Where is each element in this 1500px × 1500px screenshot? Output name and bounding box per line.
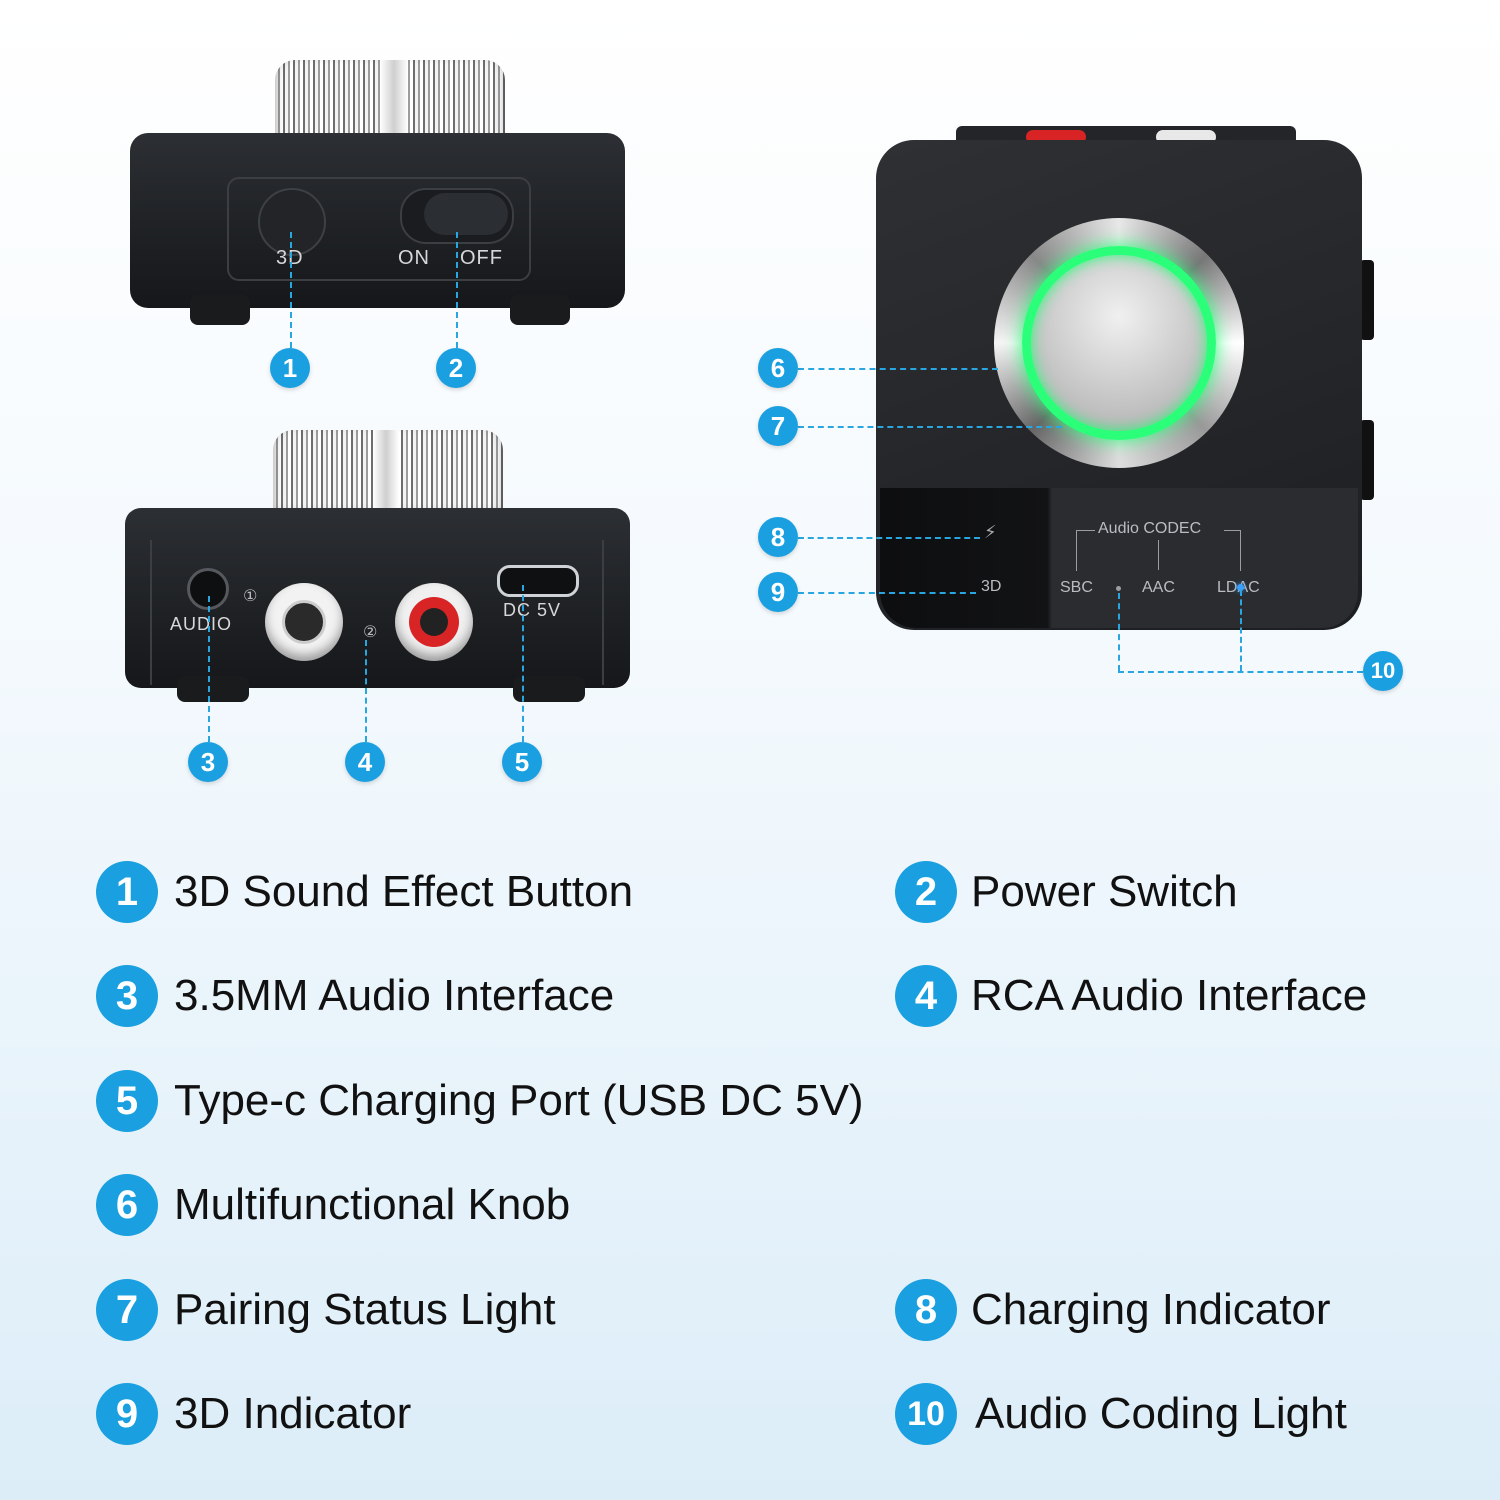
- callout-line: [208, 596, 210, 742]
- charging-indicator-icon: ⚡: [984, 522, 997, 542]
- legend-item-10: 10 Audio Coding Light: [895, 1382, 1347, 1446]
- legend-text: Type-c Charging Port (USB DC 5V): [174, 1076, 864, 1125]
- side-button: [1360, 420, 1374, 500]
- callout-line: [1118, 593, 1120, 671]
- legend-badge: 3: [96, 965, 158, 1027]
- callout-line: [798, 426, 1062, 428]
- device-back-view: AUDIO ① ② DC 5V: [125, 428, 635, 708]
- legend-text: 3D Indicator: [174, 1389, 412, 1438]
- device-foot: [510, 295, 570, 325]
- legend-item-3: 3 3.5MM Audio Interface: [96, 964, 614, 1028]
- callout-line: [798, 537, 980, 539]
- legend-text: Multifunctional Knob: [174, 1180, 571, 1229]
- ldac-light: [1237, 584, 1244, 591]
- switch-on-label: ON: [398, 247, 430, 269]
- legend-item-8: 8 Charging Indicator: [895, 1278, 1331, 1342]
- legend-text: Power Switch: [971, 867, 1238, 916]
- device-top-view: ⚡ 3D Audio CODEC SBC AAC LDAC: [876, 120, 1376, 640]
- device-front-view: 3D ON OFF: [130, 55, 630, 335]
- rca-marker-2: ②: [363, 624, 378, 641]
- switch-off-label: OFF: [460, 247, 503, 269]
- legend-badge: 9: [96, 1383, 158, 1445]
- legend-item-7: 7 Pairing Status Light: [96, 1278, 556, 1342]
- callout-line: [1240, 590, 1242, 671]
- device-foot: [190, 295, 250, 325]
- callout-badge-10: 10: [1363, 651, 1403, 691]
- codec-aac: AAC: [1142, 579, 1175, 596]
- legend-badge: 5: [96, 1070, 158, 1132]
- callout-badge-9: 9: [758, 572, 798, 612]
- legend-text: 3D Sound Effect Button: [174, 867, 634, 916]
- rca-red-port[interactable]: [395, 583, 473, 661]
- callout-line: [365, 640, 367, 742]
- callout-badge-5: 5: [502, 742, 542, 782]
- dc-label: DC 5V: [503, 600, 562, 620]
- legend-text: Audio Coding Light: [975, 1389, 1347, 1438]
- legend-badge: 4: [895, 965, 957, 1027]
- device-foot: [513, 676, 585, 702]
- legend-item-2: 2 Power Switch: [895, 860, 1238, 924]
- control-panel: [227, 177, 531, 281]
- device-foot: [177, 676, 249, 702]
- callout-line: [798, 368, 998, 370]
- legend-text: Pairing Status Light: [174, 1285, 556, 1334]
- device-body: [130, 133, 625, 308]
- usb-c-port[interactable]: [497, 565, 579, 597]
- legend-item-9: 9 3D Indicator: [96, 1382, 411, 1446]
- legend-badge: 2: [895, 861, 957, 923]
- callout-line: [522, 585, 524, 742]
- side-button: [1360, 260, 1374, 340]
- audio-jack-label: AUDIO: [170, 614, 233, 634]
- indicator-3d-label: 3D: [981, 578, 1002, 595]
- legend-badge: 6: [96, 1174, 158, 1236]
- callout-badge-4: 4: [345, 742, 385, 782]
- top-knob[interactable]: [994, 218, 1244, 468]
- legend-badge: 10: [895, 1383, 957, 1445]
- callout-line: [290, 232, 292, 348]
- callout-badge-6: 6: [758, 348, 798, 388]
- callout-line: [798, 592, 976, 594]
- legend-badge: 8: [895, 1279, 957, 1341]
- rca-marker-1: ①: [243, 588, 258, 605]
- legend-item-6: 6 Multifunctional Knob: [96, 1173, 570, 1237]
- legend-text: Charging Indicator: [971, 1285, 1331, 1334]
- 3d-button-label: 3D: [276, 247, 304, 269]
- callout-badge-7: 7: [758, 406, 798, 446]
- legend-text: 3.5MM Audio Interface: [174, 971, 615, 1020]
- rca-white-port[interactable]: [265, 583, 343, 661]
- callout-line: [456, 232, 458, 348]
- legend-text: RCA Audio Interface: [971, 971, 1368, 1020]
- legend-badge: 1: [96, 861, 158, 923]
- pairing-status-light: [1022, 246, 1216, 440]
- legend-item-1: 1 3D Sound Effect Button: [96, 860, 633, 924]
- 3d-sound-button[interactable]: [258, 188, 326, 256]
- legend-badge: 7: [96, 1279, 158, 1341]
- callout-badge-3: 3: [188, 742, 228, 782]
- legend-item-4: 4 RCA Audio Interface: [895, 964, 1367, 1028]
- callout-badge-1: 1: [270, 348, 310, 388]
- legend-item-5: 5 Type-c Charging Port (USB DC 5V): [96, 1069, 864, 1133]
- callout-badge-8: 8: [758, 517, 798, 557]
- callout-badge-2: 2: [436, 348, 476, 388]
- codec-sbc: SBC: [1060, 579, 1093, 596]
- codec-title: Audio CODEC: [1098, 520, 1202, 537]
- volume-knob[interactable]: [273, 430, 503, 520]
- callout-line: [1118, 671, 1363, 673]
